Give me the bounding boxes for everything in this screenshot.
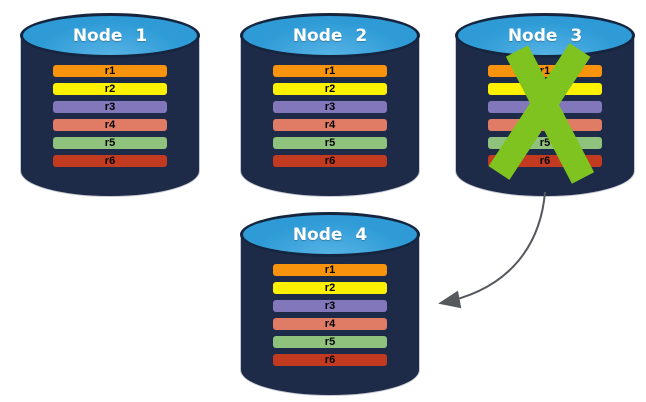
node-1-rows: r1 r2 r3 r4 r5 r6 <box>53 65 167 167</box>
node-4-cylinder-body <box>241 234 419 395</box>
node-2: Node 2 r1 r2 r3 r4 r5 r6 <box>240 13 420 205</box>
node-4-cylinder-top: Node 4 <box>240 212 420 257</box>
node-3-title: Node 3 <box>507 25 583 46</box>
row-r5: r5 <box>488 137 602 149</box>
row-r6: r6 <box>273 354 387 366</box>
row-r5: r5 <box>273 336 387 348</box>
node-2-cylinder-top: Node 2 <box>240 13 420 58</box>
row-r1: r1 <box>273 264 387 276</box>
row-r4: r4 <box>488 119 602 131</box>
node-4-rows: r1 r2 r3 r4 r5 r6 <box>273 264 387 366</box>
row-r6: r6 <box>273 155 387 167</box>
row-r6: r6 <box>488 155 602 167</box>
node-4: Node 4 r1 r2 r3 r4 r5 r6 <box>240 212 420 402</box>
node-3-cylinder-top: Node 3 <box>455 13 635 58</box>
row-r5: r5 <box>273 137 387 149</box>
node-4-title: Node 4 <box>292 224 368 245</box>
node-3: Node 3 r1 r2 r3 r4 r5 r6 <box>455 13 635 205</box>
node-2-title: Node 2 <box>292 25 368 46</box>
row-r1: r1 <box>488 65 602 77</box>
row-r5: r5 <box>53 137 167 149</box>
node-1: Node 1 r1 r2 r3 r4 r5 r6 <box>20 13 200 205</box>
node-1-title: Node 1 <box>72 25 148 46</box>
row-r1: r1 <box>273 65 387 77</box>
row-r4: r4 <box>273 119 387 131</box>
row-r1: r1 <box>53 65 167 77</box>
row-r3: r3 <box>488 101 602 113</box>
node-3-rows: r1 r2 r3 r4 r5 r6 <box>488 65 602 167</box>
row-r6: r6 <box>53 155 167 167</box>
row-r3: r3 <box>273 300 387 312</box>
row-r4: r4 <box>53 119 167 131</box>
row-r4: r4 <box>273 318 387 330</box>
row-r3: r3 <box>53 101 167 113</box>
row-r2: r2 <box>273 282 387 294</box>
row-r3: r3 <box>273 101 387 113</box>
row-r2: r2 <box>273 83 387 95</box>
node-2-rows: r1 r2 r3 r4 r5 r6 <box>273 65 387 167</box>
node-1-cylinder-top: Node 1 <box>20 13 200 58</box>
node-1-cylinder-body <box>21 35 199 196</box>
row-r2: r2 <box>488 83 602 95</box>
node-2-cylinder-body <box>241 35 419 196</box>
row-r2: r2 <box>53 83 167 95</box>
